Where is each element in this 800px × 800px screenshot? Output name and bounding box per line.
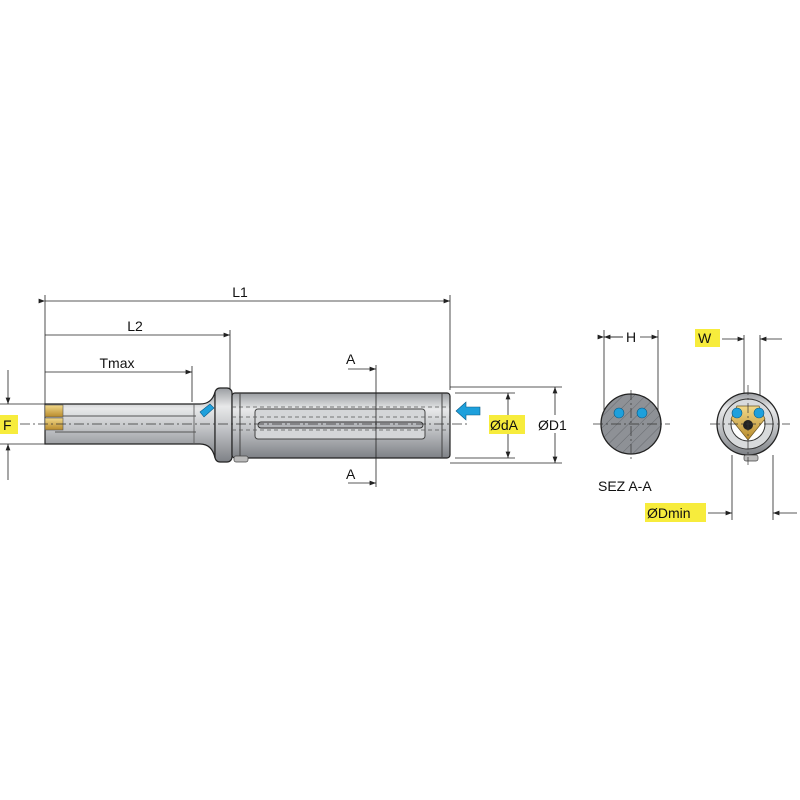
dimension-D1: ØD1 xyxy=(536,387,574,463)
coolant-hole xyxy=(613,407,625,419)
drill-tool xyxy=(20,387,470,463)
insert xyxy=(44,404,64,418)
label-Tmax: Tmax xyxy=(100,355,135,371)
label-section-bottom: A xyxy=(346,466,356,482)
coolant-arrow-icon xyxy=(455,401,481,421)
label-F: F xyxy=(3,417,12,433)
label-D1: ØD1 xyxy=(538,417,567,433)
section-line-A: A A xyxy=(346,351,377,487)
label-Dmin: ØDmin xyxy=(647,505,691,521)
end-view: W ØDmin xyxy=(645,329,797,522)
extension-lines xyxy=(0,295,562,464)
flange xyxy=(214,387,233,463)
section-title: SEZ A-A xyxy=(598,478,652,494)
dimension-L1: L1 xyxy=(38,284,450,304)
dimension-Tmax: Tmax xyxy=(45,355,192,375)
label-section-top: A xyxy=(346,351,356,367)
label-H: H xyxy=(626,329,636,345)
coolant-hole xyxy=(636,407,648,419)
label-L1: L1 xyxy=(232,284,248,300)
coolant-outlet xyxy=(199,403,215,418)
dimension-F: F xyxy=(0,370,18,480)
dimension-dA: ØdA xyxy=(489,393,525,458)
label-L2: L2 xyxy=(127,318,143,334)
label-W: W xyxy=(698,330,712,346)
label-dA: ØdA xyxy=(490,417,519,433)
section-view-A-A: H SEZ A-A xyxy=(593,329,670,494)
dimension-L2: L2 xyxy=(45,318,230,338)
